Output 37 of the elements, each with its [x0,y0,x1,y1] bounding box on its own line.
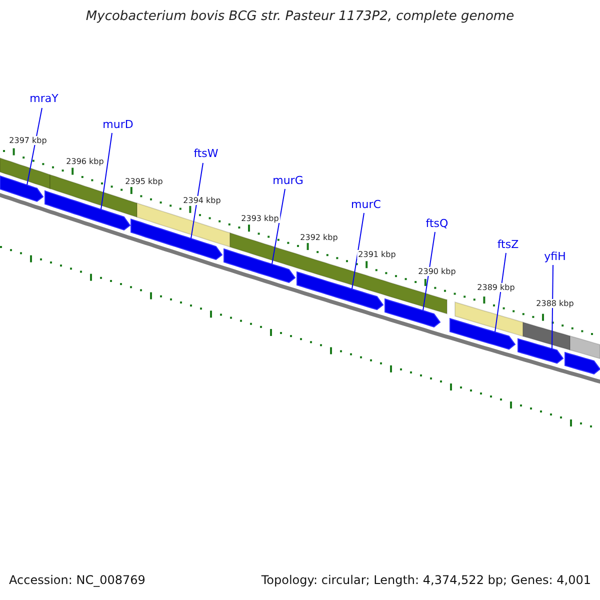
text-label: Accession: NC_008769 [9,573,146,587]
gene-segment [564,352,600,374]
position-label: 2392 kbp [299,233,339,242]
gene-segment [384,298,441,328]
leader-line [494,252,506,333]
position-label: 2397 kbp [8,136,48,145]
leader-line [552,264,554,350]
gene-label: ftsQ [417,217,457,230]
gene-segment [296,272,384,310]
position-label: 2389 kbp [476,283,516,292]
gene-segment [0,176,44,202]
title: Mycobacterium bovis BCG str. Pasteur 1173P2, complete genome [84,9,516,24]
gene-label: yfiH [535,250,575,263]
gene-label: ftsW [186,147,226,160]
feature-band [570,335,600,360]
position-label: 2388 kbp [535,299,575,308]
gene-segment [518,338,564,364]
gene-segment [130,218,223,260]
leader-line [190,162,204,240]
position-label: 2394 kbp [182,196,222,205]
position-label: 2396 kbp [65,157,105,166]
feature-band [0,157,50,190]
gene-label: murD [98,118,138,131]
text-label: Topology: circular; Length: 4,374,522 bp; Genes: 4,001 [261,573,591,587]
gene-label: ftsZ [488,238,528,251]
gene-label: murC [346,198,386,211]
gene-label: mraY [24,92,64,105]
feature-band [522,322,570,351]
feature-band [454,301,524,337]
position-label: 2393 kbp [240,214,280,223]
gene-segment [450,318,516,350]
gene-label: murG [268,174,308,187]
position-label: 2395 kbp [124,177,164,186]
position-label: 2390 kbp [417,267,457,276]
gene-segment [224,248,296,283]
position-label: 2391 kbp [357,250,397,259]
gene-segment [44,190,131,230]
